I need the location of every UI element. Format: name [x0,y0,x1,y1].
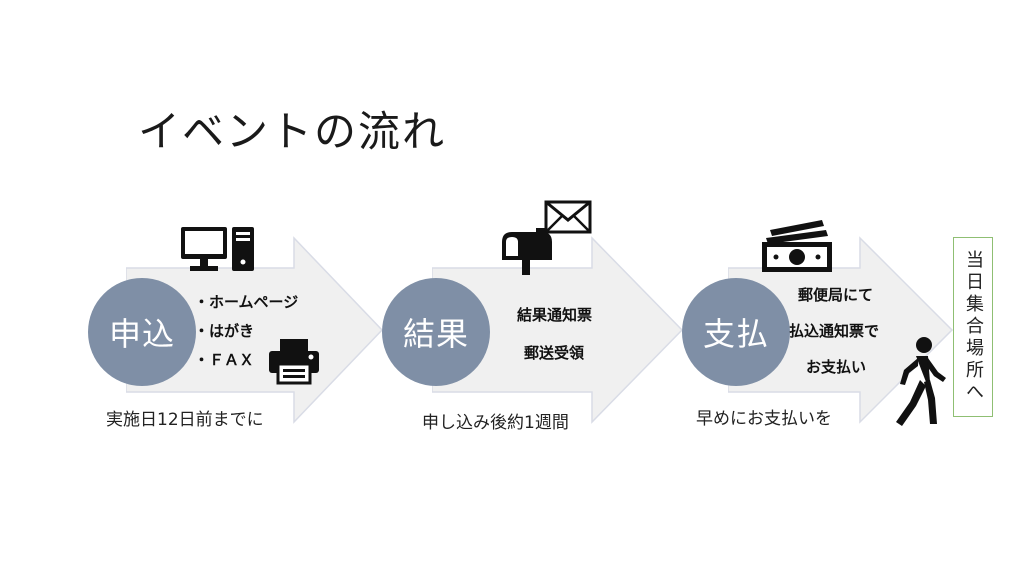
money-icon [762,220,832,272]
step-caption-apply: 実施日12日前までに [106,410,264,430]
step-caption-payment: 早めにお支払いを [696,409,832,429]
printer-icon [269,339,319,385]
payment-slip-label: 払込通知票で [789,322,880,340]
walking-person-icon [896,337,946,426]
apply-method-postcard: ・はがき [194,322,255,340]
step-circle-payment: 支払 [682,278,790,386]
step-arrow-2 [432,236,684,424]
apply-method-homepage: ・ホームページ [194,293,299,311]
result-mail-label: 郵送受領 [524,344,585,362]
step-caption-result: 申し込み後約1週間 [422,413,569,433]
payment-pay-label: お支払い [806,358,867,376]
computer-icon [181,227,254,271]
payment-place-label: 郵便局にて [798,286,874,304]
envelope-icon [544,200,592,234]
apply-method-fax: ・ＦＡＸ [194,351,255,369]
mailbox-icon [502,228,552,275]
destination-label: 当日集合場所へ [963,250,984,404]
step-circle-apply: 申込 [88,278,196,386]
step-circle-result: 結果 [382,278,490,386]
step-arrow-1 [126,236,384,424]
page-title: イベントの流れ [138,107,447,156]
destination-box: 当日集合場所へ [953,237,993,417]
result-notice-label: 結果通知票 [517,306,593,324]
